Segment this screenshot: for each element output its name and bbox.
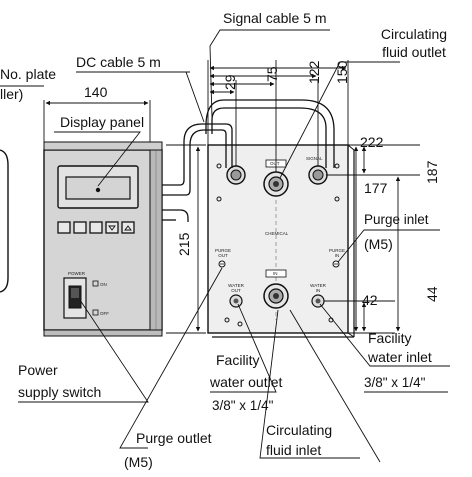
power-supply-label-1: Power bbox=[18, 362, 58, 378]
dim-29: 29 bbox=[222, 74, 238, 90]
cables bbox=[162, 99, 335, 222]
panel-text-water-in: WATER IN bbox=[310, 283, 326, 293]
facility-water-inlet-size: 3/8" x 1/4" bbox=[364, 375, 426, 390]
facility-water-inlet-label-1: Facility bbox=[368, 330, 412, 346]
panel-text-in: IN bbox=[273, 271, 278, 276]
panel-text-power: POWER bbox=[68, 271, 86, 276]
panel-button-down bbox=[105, 221, 119, 234]
dim-75: 75 bbox=[264, 66, 280, 82]
signal-cable-label: Signal cable 5 m bbox=[223, 10, 327, 26]
panel-text-off: OFF bbox=[100, 311, 109, 316]
dimension-lines bbox=[43, 60, 420, 334]
side-unit bbox=[43, 141, 163, 337]
display-panel-label: Display panel bbox=[60, 114, 145, 130]
dc-cable-label: DC cable 5 m bbox=[76, 54, 161, 70]
panel-text-out: OUT bbox=[270, 161, 280, 166]
power-supply-label-2: supply switch bbox=[18, 384, 102, 400]
dim-222: 222 bbox=[360, 134, 384, 150]
dim-187: 187 bbox=[424, 160, 440, 184]
panel-text-purge-in: PURGE IN bbox=[328, 248, 345, 258]
facility-water-inlet-label-2: water inlet bbox=[368, 349, 432, 365]
dim-215: 215 bbox=[176, 232, 192, 256]
no-plate-label-2: ller) bbox=[0, 86, 24, 102]
panel-button-1 bbox=[57, 221, 71, 234]
left-partial-outline bbox=[0, 149, 9, 293]
panel-text-water-out: WATER OUT bbox=[228, 283, 244, 293]
circulating-outlet-label-2: fluid outlet bbox=[382, 44, 446, 60]
panel-text-chemical: CHEMICAL bbox=[265, 231, 289, 236]
facility-water-outlet-label-1: Facility bbox=[216, 352, 260, 368]
circulating-inlet-label-1: Circulating bbox=[266, 422, 333, 438]
panel-text-purge-out: PURGE OUT bbox=[214, 248, 231, 258]
panel-text-signal: SIGNAL bbox=[306, 156, 323, 161]
panel-button-2 bbox=[73, 221, 87, 234]
dim-150: 150 bbox=[334, 60, 350, 84]
dim-42: 42 bbox=[362, 292, 378, 308]
facility-water-outlet-size: 3/8" x 1/4" bbox=[212, 398, 274, 413]
panel-text-on: ON bbox=[100, 282, 107, 287]
dim-122: 122 bbox=[306, 60, 322, 84]
panel-button-up bbox=[121, 221, 135, 234]
purge-outlet-label: Purge outlet bbox=[136, 430, 212, 446]
purge-inlet-m5-label: (M5) bbox=[364, 236, 393, 252]
panel-button-3 bbox=[89, 221, 103, 234]
main-unit bbox=[207, 144, 355, 338]
purge-outlet-m5-label: (M5) bbox=[124, 454, 153, 470]
dim-140: 140 bbox=[84, 84, 108, 100]
circulating-inlet-label-2: fluid inlet bbox=[266, 442, 322, 458]
leader-lines bbox=[0, 29, 450, 463]
facility-water-outlet-label-2: water outlet bbox=[210, 374, 283, 390]
dim-44: 44 bbox=[424, 286, 440, 302]
dim-177: 177 bbox=[364, 180, 388, 196]
purge-inlet-label: Purge inlet bbox=[364, 212, 429, 227]
circulating-outlet-label-1: Circulating bbox=[380, 26, 448, 42]
no-plate-label: No. plate bbox=[0, 66, 57, 82]
